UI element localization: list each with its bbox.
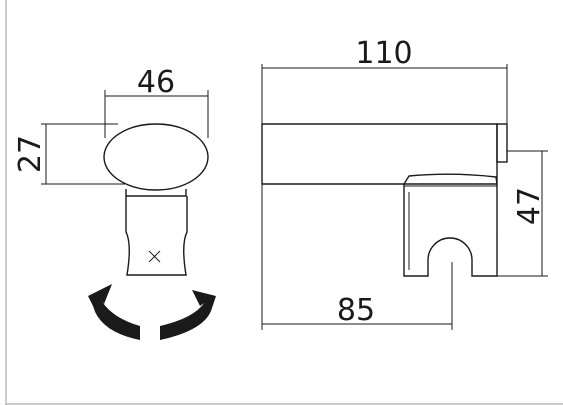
side-length-label: 110 — [355, 36, 412, 71]
side-height-label: 47 — [512, 187, 547, 225]
front-height-label: 27 — [13, 135, 48, 173]
rotate-arrow-right — [160, 290, 216, 340]
side-arm-end-cap — [496, 123, 508, 163]
front-view: 46 27 — [13, 65, 216, 340]
side-length-dimension: 110 — [261, 36, 508, 124]
front-width-label: 46 — [137, 65, 175, 100]
front-body — [125, 196, 188, 276]
side-height-dimension: 47 — [478, 150, 548, 277]
rotate-arrows-icon — [88, 284, 216, 340]
side-offset-label: 85 — [337, 293, 375, 328]
side-offset-dimension: 85 — [261, 184, 453, 330]
front-neck — [125, 189, 187, 197]
side-holder — [403, 173, 498, 277]
cross-mark-icon — [148, 250, 161, 263]
side-view: 110 47 85 — [261, 36, 548, 330]
front-width-dimension: 46 — [104, 65, 209, 138]
rotate-arrow-left — [88, 284, 140, 340]
front-height-dimension: 27 — [13, 123, 125, 185]
front-knob-oval — [103, 123, 209, 191]
